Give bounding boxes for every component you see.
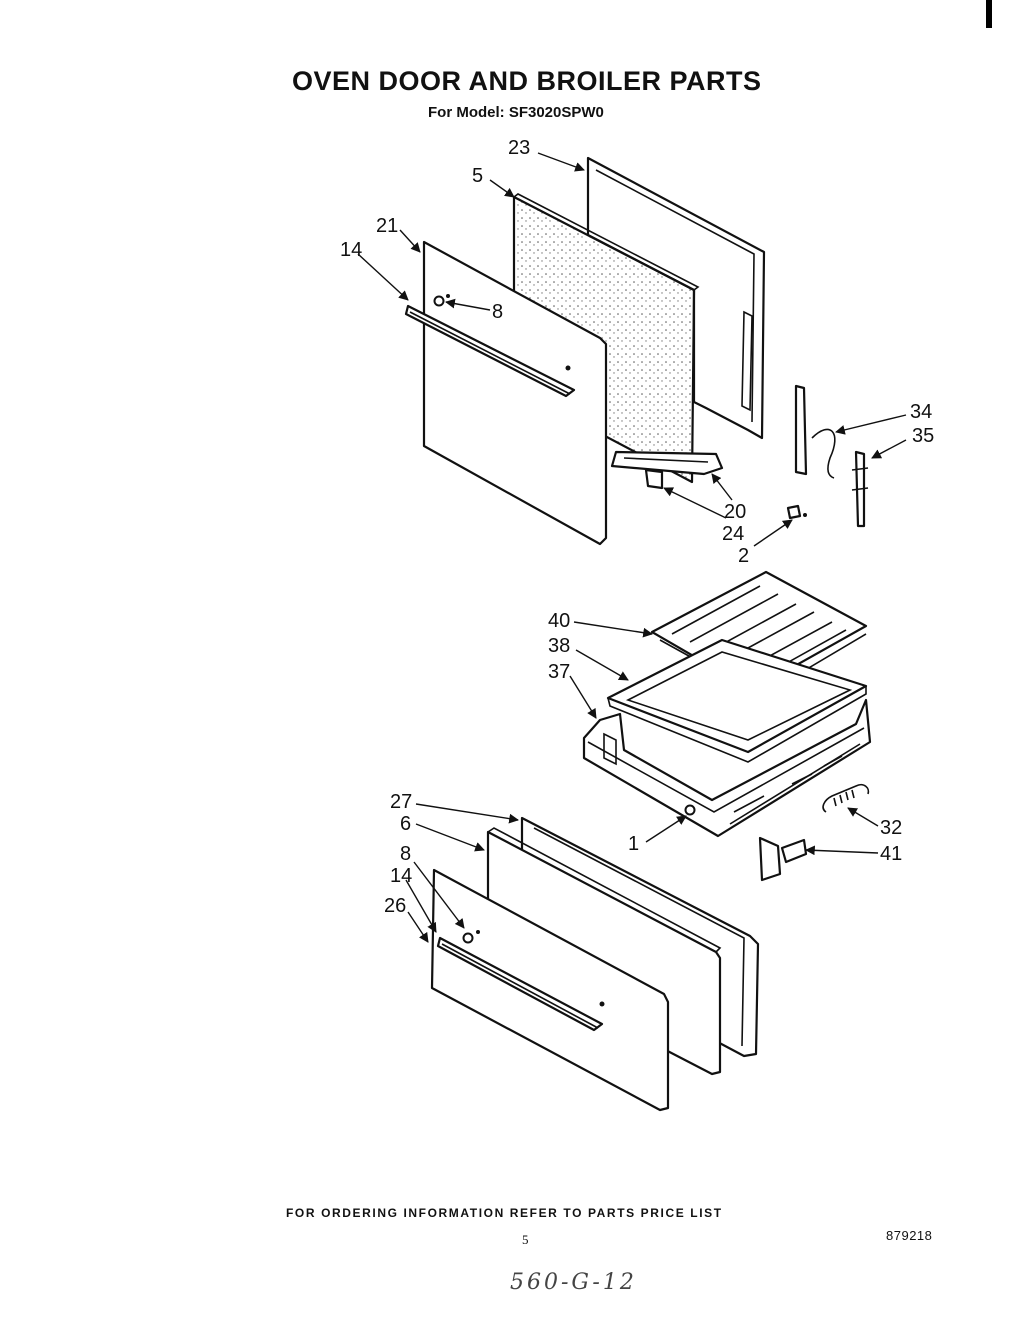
leader-1 <box>645 815 687 843</box>
document-number: 879218 <box>886 1228 933 1243</box>
leader-5 <box>489 179 515 198</box>
screw-part-8-lower <box>462 930 480 944</box>
callout-23: 23 <box>508 137 530 159</box>
callout-8-upper: 8 <box>492 301 503 323</box>
callout-14-upper: 14 <box>340 239 362 261</box>
callout-34: 34 <box>910 401 932 423</box>
callout-labels: 23 5 21 14 8 34 35 20 24 2 40 38 37 27 6… <box>340 137 934 917</box>
callout-2: 2 <box>738 545 749 567</box>
leader-40 <box>573 621 653 638</box>
leader-23 <box>537 152 585 172</box>
bracket-part-41 <box>758 836 808 882</box>
leader-8-lower <box>413 861 465 929</box>
outer-door-panel-part-21 <box>422 240 608 546</box>
leader-32 <box>847 807 879 827</box>
callout-40: 40 <box>548 610 570 632</box>
leader-6 <box>415 823 485 852</box>
callout-38: 38 <box>548 635 570 657</box>
callout-5: 5 <box>472 165 483 187</box>
door-bottom-channel-part-20 <box>610 450 724 476</box>
callout-21: 21 <box>376 215 398 237</box>
screw-part-8-upper <box>433 294 450 307</box>
callout-26: 26 <box>384 895 406 917</box>
broiler-outer-door-part-26 <box>430 868 670 1112</box>
callout-6: 6 <box>400 813 411 835</box>
callout-8-lower: 8 <box>400 843 411 865</box>
page-edge-mark <box>986 0 992 28</box>
callout-27: 27 <box>390 791 412 813</box>
ordering-info-note: FOR ORDERING INFORMATION REFER TO PARTS … <box>286 1206 723 1220</box>
leader-38 <box>575 649 629 681</box>
page-number: 5 <box>522 1232 529 1247</box>
door-handle-part-14-lower <box>436 936 605 1032</box>
leader-35 <box>871 439 907 459</box>
spring-part-32 <box>822 783 870 813</box>
callout-14-lower: 14 <box>390 865 412 887</box>
model-line: For Model: SF3020SPW0 <box>428 104 604 121</box>
leader-27 <box>415 803 519 824</box>
leader-41 <box>805 845 879 856</box>
callout-35: 35 <box>912 425 934 447</box>
callout-37: 37 <box>548 661 570 683</box>
leader-2 <box>753 519 793 547</box>
callout-41: 41 <box>880 843 902 865</box>
callout-32: 32 <box>880 817 902 839</box>
door-handle-part-14-upper <box>404 304 576 398</box>
leader-14-lower <box>405 879 437 933</box>
leader-14-upper <box>357 253 409 301</box>
leader-26 <box>407 911 429 943</box>
leader-34 <box>835 414 907 435</box>
callout-24: 24 <box>722 523 744 545</box>
hinge-part-35 <box>851 450 869 528</box>
leader-8-upper <box>445 298 491 311</box>
hinge-arm-part-34 <box>794 384 836 479</box>
leader-37 <box>569 675 597 719</box>
leader-21 <box>399 229 421 253</box>
leader-20 <box>711 473 733 501</box>
callout-20: 20 <box>724 501 746 523</box>
screw-part-2 <box>786 504 807 520</box>
handwritten-note: 560-G-12 <box>510 1270 637 1295</box>
broiler-pan-part-38 <box>606 638 868 763</box>
leader-lines <box>357 152 907 943</box>
hinge-bracket-part-24 <box>644 468 664 490</box>
leader-24 <box>663 487 727 519</box>
diagram-title: OVEN DOOR AND BROILER PARTS <box>292 66 762 96</box>
callout-1: 1 <box>628 833 639 855</box>
broiler-drawer-part-37 <box>582 698 872 838</box>
